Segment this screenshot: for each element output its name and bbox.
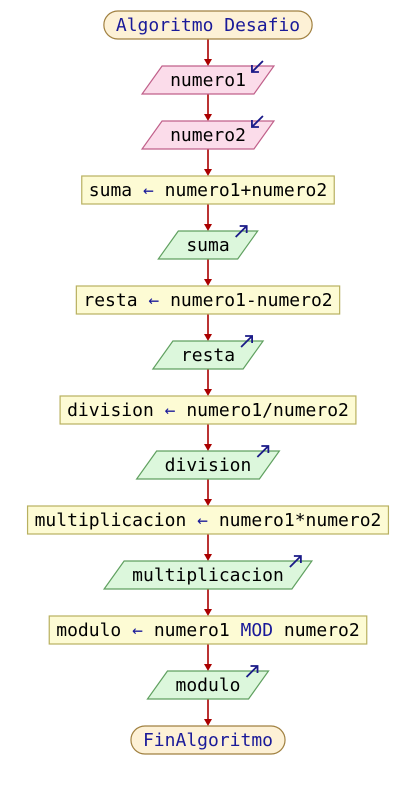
output-block-label: modulo: [175, 675, 240, 696]
output-block: resta: [151, 335, 265, 370]
assign-arrow: ←: [165, 400, 176, 421]
output-block-label: multiplicacion: [132, 565, 284, 586]
end-terminal-shape: [130, 725, 286, 755]
process-block-shape: [59, 395, 357, 425]
output-block: division: [135, 445, 281, 480]
input-block-label: numero2: [170, 125, 246, 146]
process-block-label: multiplicacion ← numero1*numero2: [35, 510, 382, 531]
assign-target: modulo: [56, 620, 121, 641]
process-block-shape: [81, 175, 335, 205]
process-block-shape: [48, 615, 368, 645]
connector-arrowhead: [204, 554, 212, 561]
output-block: multiplicacion: [102, 555, 314, 590]
connector-arrowhead: [204, 499, 212, 506]
output-arrow-icon: [256, 445, 270, 458]
start-terminal-label: Algoritmo Desafio: [116, 15, 300, 36]
assign-expression-part: numero2: [273, 620, 360, 641]
connector-arrowhead: [204, 279, 212, 286]
end-terminal: FinAlgoritmo: [130, 725, 286, 755]
output-arrow-icon: [289, 555, 302, 568]
process-block: resta ← numero1-numero2: [75, 285, 341, 315]
assign-arrow: ←: [197, 510, 208, 531]
input-block: numero1: [140, 60, 276, 95]
output-block-shape: [146, 670, 270, 700]
process-block-label: suma ← numero1+numero2: [89, 180, 327, 201]
assign-target: multiplicacion: [35, 510, 187, 531]
output-block: suma: [157, 225, 259, 260]
connector-arrowhead: [204, 114, 212, 121]
process-block-label: division ← numero1/numero2: [67, 400, 349, 421]
input-block-shape: [140, 120, 276, 150]
input-arrow-icon: [251, 60, 264, 73]
input-block-shape: [140, 65, 276, 95]
process-block-label: resta ← numero1-numero2: [83, 290, 332, 311]
output-block-shape: [135, 450, 281, 480]
process-block: multiplicacion ← numero1*numero2: [26, 505, 390, 535]
operator-keyword: MOD: [241, 620, 274, 641]
connector-arrowhead: [204, 59, 212, 66]
start-terminal: Algoritmo Desafio: [103, 10, 313, 40]
start-terminal-shape: [103, 10, 313, 40]
assign-arrow: ←: [143, 180, 154, 201]
connector-arrowhead: [204, 664, 212, 671]
input-arrow-icon: [251, 115, 264, 128]
output-block: modulo: [146, 665, 270, 700]
output-block-shape: [102, 560, 314, 590]
output-block-label: division: [165, 455, 252, 476]
assign-expression: numero1-numero2: [170, 290, 333, 311]
output-arrow-icon: [245, 665, 259, 678]
connector-arrowhead: [204, 444, 212, 451]
process-block-shape: [75, 285, 341, 315]
process-block: suma ← numero1+numero2: [81, 175, 335, 205]
assign-expression-part: numero1: [154, 620, 241, 641]
input-block-label: numero1: [170, 70, 246, 91]
connector-arrowhead: [204, 169, 212, 176]
connector-arrowhead: [204, 334, 212, 341]
assign-expression: numero1+numero2: [165, 180, 328, 201]
output-arrow-icon: [240, 335, 254, 348]
output-block-shape: [157, 230, 259, 260]
output-block-label: resta: [181, 345, 235, 366]
process-block: modulo ← numero1 MOD numero2: [48, 615, 368, 645]
output-block-label: suma: [186, 235, 229, 256]
process-block-label: modulo ← numero1 MOD numero2: [56, 620, 359, 641]
connector-arrowhead: [204, 224, 212, 231]
output-block-shape: [151, 340, 265, 370]
assign-target: resta: [83, 290, 137, 311]
connector-arrowhead: [204, 609, 212, 616]
process-block: division ← numero1/numero2: [59, 395, 357, 425]
connector-lines: [204, 39, 212, 726]
process-block-shape: [26, 505, 390, 535]
assign-arrow: ←: [148, 290, 159, 311]
connector-arrowhead: [204, 389, 212, 396]
assign-arrow: ←: [132, 620, 143, 641]
input-block: numero2: [140, 115, 276, 150]
assign-expression: numero1/numero2: [186, 400, 349, 421]
connector-arrowhead: [204, 719, 212, 726]
end-terminal-label: FinAlgoritmo: [143, 730, 273, 751]
assign-expression: numero1*numero2: [219, 510, 382, 531]
output-arrow-icon: [235, 225, 248, 238]
assign-target: division: [67, 400, 154, 421]
assign-target: suma: [89, 180, 132, 201]
